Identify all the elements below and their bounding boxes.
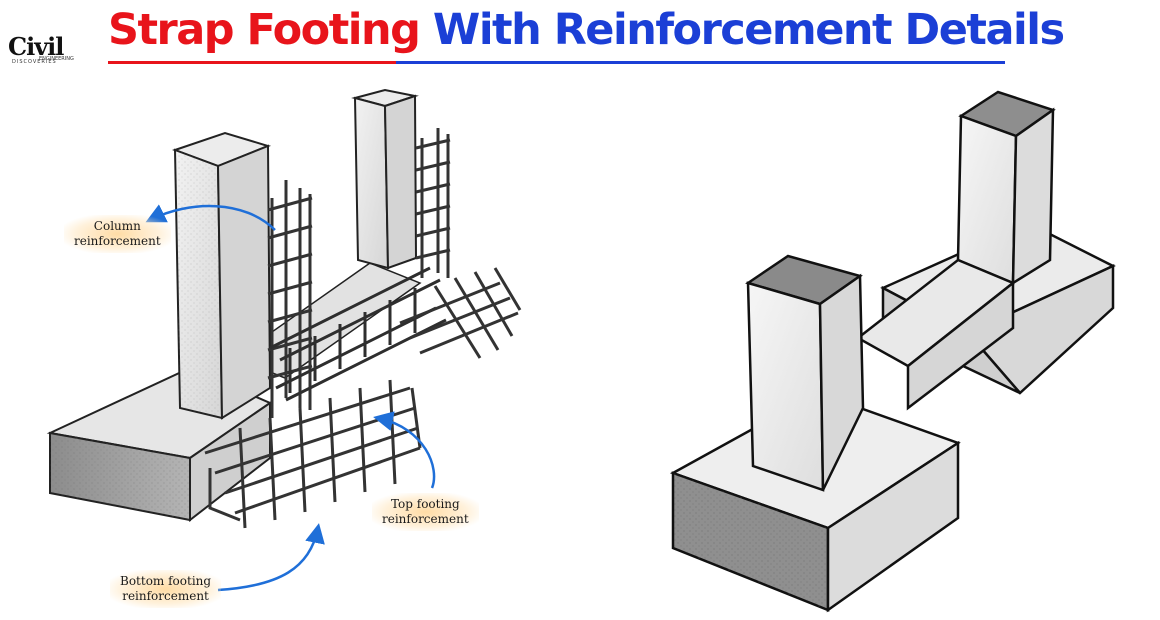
- civil-logo: Civil ENGINEERING DISCOVERIES: [8, 32, 74, 72]
- label-bottom-line2: reinforcement: [122, 589, 209, 603]
- label-top-footing-reinforcement: Top footing reinforcement: [372, 493, 479, 531]
- header: Civil ENGINEERING DISCOVERIES Strap Foot…: [0, 0, 1160, 80]
- right-footing-rebar-mat: [399, 267, 522, 359]
- logo-subtitle: DISCOVERIES: [12, 59, 57, 65]
- logo-text: Civil: [8, 32, 64, 61]
- logo-tagline: ENGINEERING: [39, 56, 74, 62]
- strap-footing-drawing: [669, 90, 1116, 613]
- label-column-line1: Column: [93, 219, 141, 233]
- arrow-column-reinforcement: [145, 204, 276, 231]
- label-bottom-footing-reinforcement: Bottom footing reinforcement: [110, 570, 222, 608]
- left-column: [172, 131, 272, 420]
- arrow-top-footing: [373, 411, 436, 489]
- label-top-line1: Top footing: [390, 497, 460, 511]
- reinforcement-drawing: [46, 88, 522, 592]
- label-column-line2: reinforcement: [74, 234, 161, 248]
- title-underline: [108, 61, 1005, 64]
- title-part-blue: With Reinforcement Details: [432, 5, 1065, 55]
- strap-footing-illustration: [668, 88, 1143, 620]
- label-column-reinforcement: Column reinforcement: [64, 215, 171, 253]
- strap-beam-plain: [855, 258, 1016, 411]
- page-title: Strap Footing With Reinforcement Details: [108, 4, 1065, 56]
- label-bottom-line1: Bottom footing: [120, 574, 212, 588]
- left-column-plain: [745, 254, 865, 492]
- column-rebar-cage-left: [267, 180, 313, 418]
- right-column-plain: [956, 90, 1056, 286]
- title-part-red: Strap Footing: [108, 5, 421, 55]
- column-rebar-cage-right: [415, 128, 451, 278]
- right-column: [351, 88, 419, 270]
- reinforcement-illustration: [40, 88, 568, 620]
- label-top-line2: reinforcement: [382, 512, 469, 526]
- arrow-bottom-footing: [217, 523, 325, 592]
